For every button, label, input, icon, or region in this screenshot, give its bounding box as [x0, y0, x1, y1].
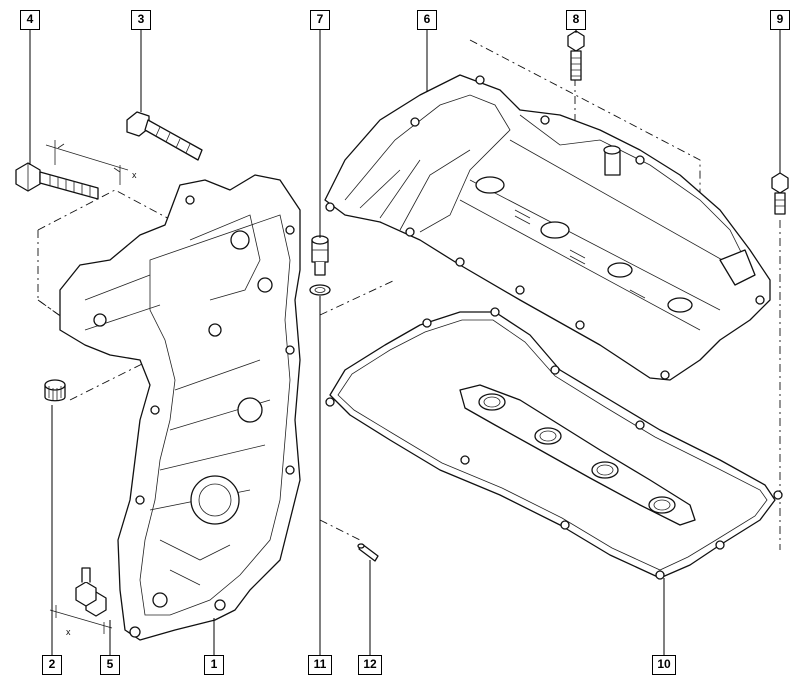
torque-mark-bolt-5: x — [66, 627, 71, 637]
callout-1: 1 — [204, 655, 224, 675]
bolt-3 — [126, 111, 203, 161]
callout-3: 3 — [131, 10, 151, 30]
callout-8: 8 — [566, 10, 586, 30]
gasket-10 — [325, 307, 783, 580]
torque-mark-bolt-4: x — [132, 170, 137, 180]
valve-cover-6 — [324, 74, 771, 381]
bolt-5 — [49, 567, 113, 634]
fitting-7 — [311, 235, 329, 276]
bolt-8 — [567, 30, 585, 81]
bolt-4 — [15, 140, 129, 200]
callout-10: 10 — [652, 655, 676, 675]
bolt-9 — [771, 172, 789, 215]
callout-12: 12 — [358, 655, 382, 675]
callout-5: 5 — [100, 655, 120, 675]
callout-9: 9 — [770, 10, 790, 30]
washer-11 — [309, 284, 331, 296]
callout-11: 11 — [308, 655, 332, 675]
callout-4: 4 — [20, 10, 40, 30]
callout-7: 7 — [310, 10, 330, 30]
callout-2: 2 — [42, 655, 62, 675]
callout-6: 6 — [417, 10, 437, 30]
dowel-pin-12 — [357, 543, 379, 562]
plug-2 — [44, 379, 66, 402]
front-cover-1 — [59, 174, 301, 641]
leader-lines — [29, 30, 781, 655]
